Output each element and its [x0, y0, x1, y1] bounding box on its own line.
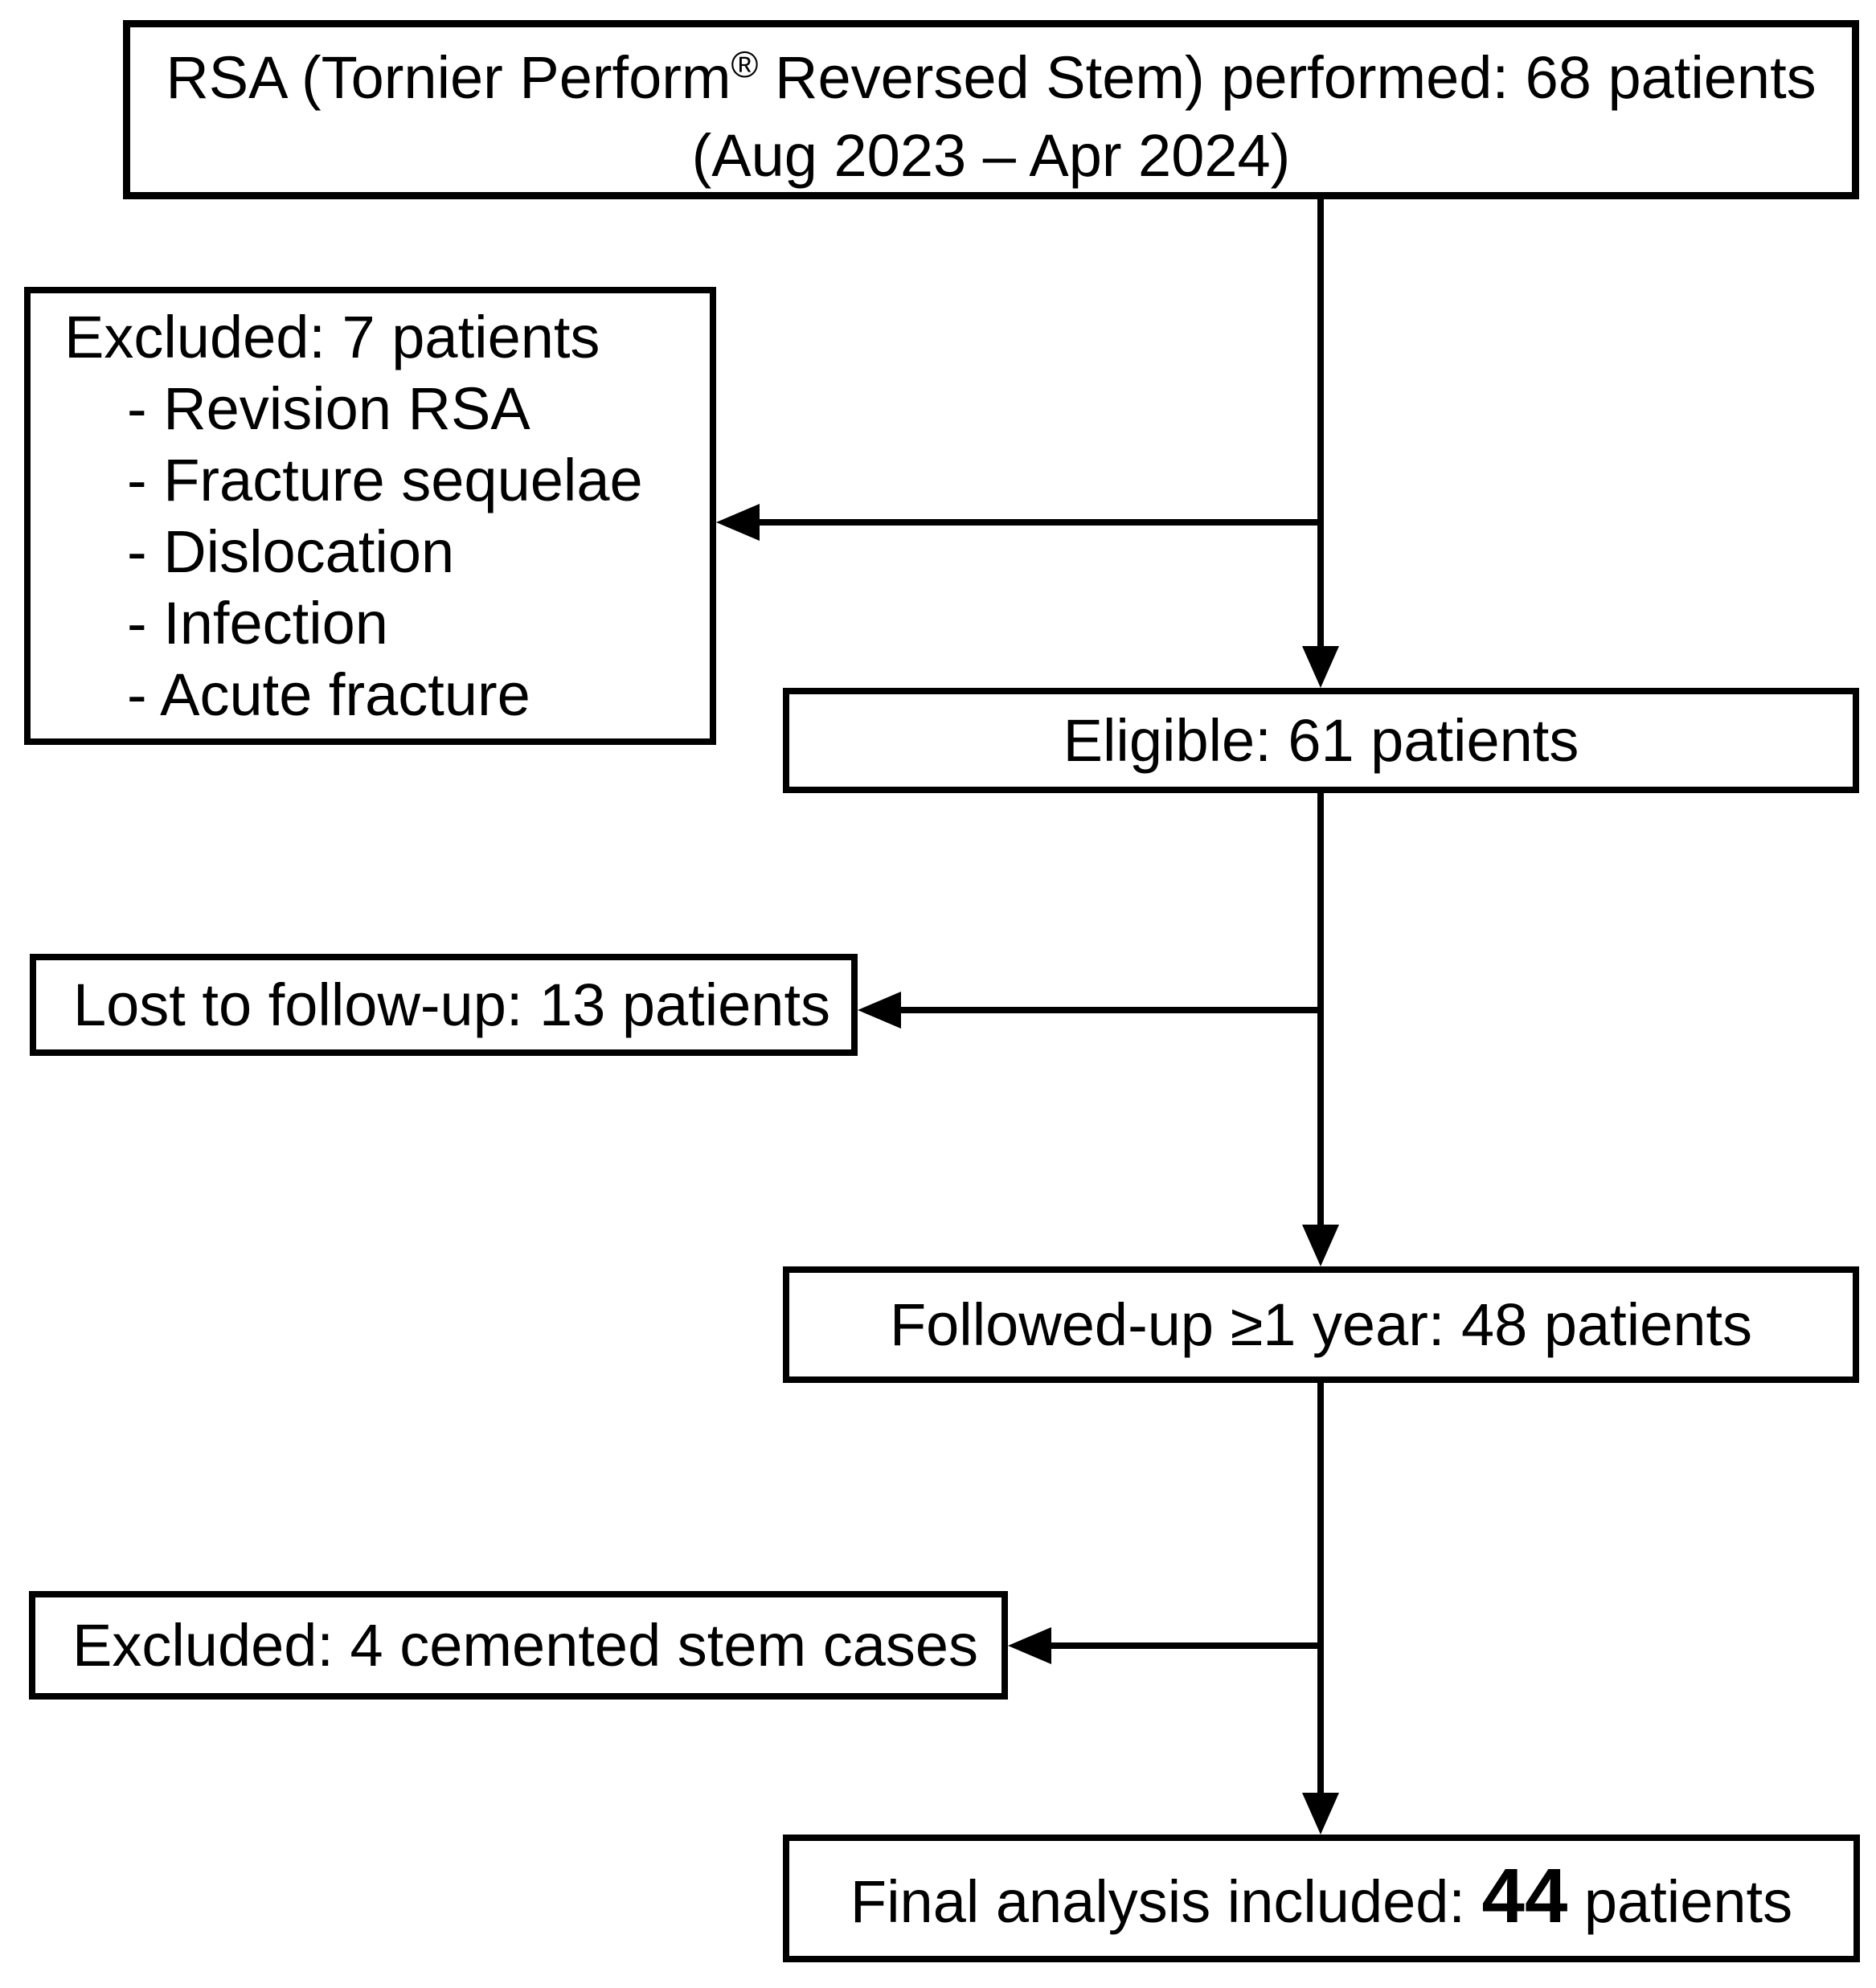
- arrow-left-icon: [716, 504, 760, 541]
- rsa-performed-text-suffix: Reversed Stem) performed: 68 patients: [758, 43, 1817, 111]
- final-analysis-prefix: Final analysis included:: [850, 1867, 1482, 1935]
- arrow-down-icon: [1302, 646, 1339, 688]
- box-lost-to-follow-up: Lost to follow-up: 13 patients: [30, 954, 858, 1056]
- connector-branch-excluded-cemented: [1051, 1642, 1324, 1649]
- excluded-cemented-label: Excluded: 4 cemented stem cases: [72, 1612, 979, 1679]
- rsa-performed-text-prefix: RSA (Tornier Perform: [166, 43, 731, 111]
- connector-branch-excluded-initial: [759, 519, 1324, 526]
- excluded-reason-item: - Acute fracture: [127, 661, 530, 728]
- rsa-performed-line1: RSA (Tornier Perform® Reversed Stem) per…: [166, 26, 1816, 117]
- arrow-down-icon: [1302, 1793, 1339, 1835]
- excluded-initial-title: Excluded: 7 patients: [64, 304, 600, 370]
- box-excluded-initial: Excluded: 7 patients - Revision RSA - Fr…: [24, 287, 716, 745]
- excluded-reason-item: - Dislocation: [127, 518, 455, 585]
- arrow-down-icon: [1302, 1225, 1339, 1266]
- box-followed-up: Followed-up ≥1 year: 48 patients: [783, 1266, 1859, 1383]
- excluded-reason-item: - Revision RSA: [127, 375, 530, 442]
- connector-performed-to-eligible: [1317, 198, 1324, 652]
- arrow-left-icon: [1008, 1627, 1051, 1664]
- connector-followed-to-final: [1317, 1383, 1324, 1797]
- registered-trademark-symbol: ®: [731, 43, 759, 85]
- box-final-analysis: Final analysis included: 44 patients: [783, 1835, 1860, 1962]
- final-analysis-count: 44: [1481, 1852, 1568, 1939]
- eligible-label: Eligible: 61 patients: [1063, 707, 1579, 774]
- excluded-reason-item: - Fracture sequelae: [127, 447, 643, 513]
- connector-branch-lost-follow-up: [900, 1007, 1324, 1013]
- box-eligible: Eligible: 61 patients: [783, 688, 1859, 793]
- arrow-left-icon: [858, 992, 901, 1029]
- lost-to-follow-up-label: Lost to follow-up: 13 patients: [73, 972, 831, 1038]
- followed-up-label: Followed-up ≥1 year: 48 patients: [889, 1291, 1753, 1358]
- excluded-reason-item: - Infection: [127, 590, 388, 657]
- final-analysis-text: Final analysis included: 44 patients: [850, 1857, 1793, 1937]
- box-rsa-performed: RSA (Tornier Perform® Reversed Stem) per…: [123, 20, 1859, 199]
- final-analysis-suffix: patients: [1567, 1867, 1793, 1935]
- box-excluded-cemented: Excluded: 4 cemented stem cases: [29, 1591, 1008, 1700]
- rsa-performed-date-range: (Aug 2023 – Apr 2024): [691, 121, 1291, 189]
